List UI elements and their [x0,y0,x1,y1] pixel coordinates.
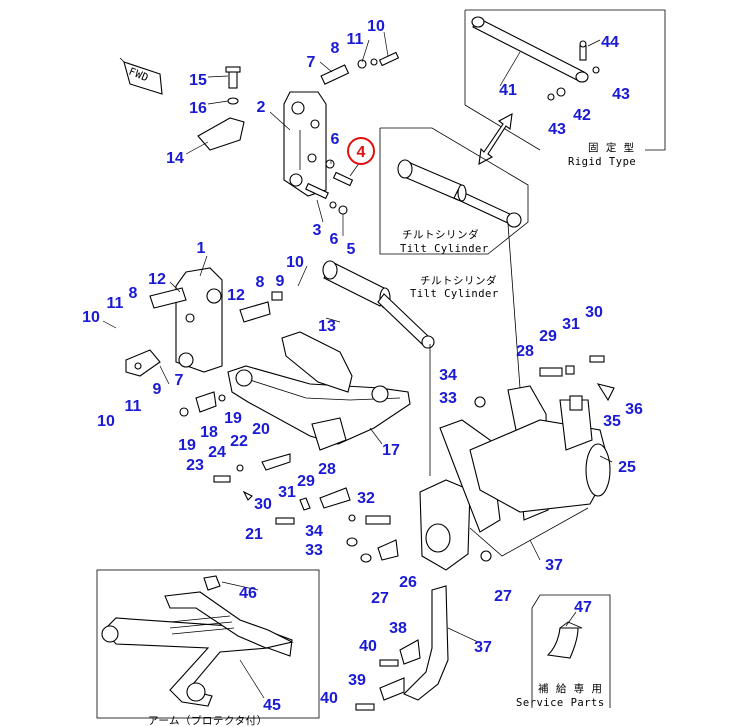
caption-tilt-cylinder-en-1: Tilt Cylinder [400,243,489,255]
callout-12: 12 [148,271,166,288]
callout-11: 11 [107,295,124,312]
callout-19: 19 [178,437,196,454]
callout-3: 3 [313,222,322,239]
callout-31: 31 [278,484,296,501]
callout-46: 46 [239,585,257,602]
callout-26: 26 [399,574,417,591]
callout-11: 11 [125,398,142,415]
tilt-cylinder-upper [379,127,529,255]
callout-8: 8 [331,40,340,57]
callout-28: 28 [516,343,534,360]
callout-4: 4 [357,144,366,161]
caption-rigid-type-jp: 固 定 型 [588,141,635,154]
caption-tilt-cylinder-jp-1: チルトシリンダ [402,228,479,241]
callout-33: 33 [439,390,457,407]
callout-18: 18 [200,424,218,441]
callout-35: 35 [603,413,621,430]
callout-29: 29 [297,473,315,490]
callout-42: 42 [573,107,591,124]
callout-1: 1 [197,240,206,257]
callout-10: 10 [286,254,304,271]
callout-36: 36 [625,401,643,418]
highlighted-callout: 4 [347,137,375,165]
callout-45: 45 [263,697,281,714]
callout-19: 19 [224,410,242,427]
callout-17: 17 [382,442,400,459]
callout-25: 25 [618,459,636,476]
callout-33: 33 [305,542,323,559]
callout-44: 44 [601,34,619,51]
callout-27: 27 [494,588,512,605]
left-bracket [125,267,283,377]
callout-38: 38 [389,620,407,637]
callout-41: 41 [499,82,517,99]
callout-40: 40 [320,690,338,707]
rigid-type-inset [464,9,666,165]
callout-5: 5 [347,241,356,258]
tilt-cylinder-lower [322,260,435,349]
frame-25 [419,223,615,571]
callout-13: 13 [318,318,336,335]
callout-39: 39 [348,672,366,689]
callout-11: 11 [347,31,364,48]
caption-tilt-cylinder-en-2: Tilt Cylinder [410,288,499,300]
callout-6: 6 [331,131,340,148]
callout-10: 10 [97,413,115,430]
callout-34: 34 [439,367,457,384]
callout-7: 7 [307,54,316,71]
callout-30: 30 [254,496,272,513]
callout-6: 6 [330,231,339,248]
fwd-arrow-icon [119,57,163,95]
arm-guard-inset [96,569,320,719]
service-parts-inset [531,594,611,708]
callout-21: 21 [245,526,263,543]
callout-28: 28 [318,461,336,478]
callout-7: 7 [175,372,184,389]
caption-arm-guard-jp: アーム（プロテクタ付） [148,714,268,727]
caption-rigid-type-en: Rigid Type [568,156,636,168]
callout-43: 43 [548,121,566,138]
callout-2: 2 [257,99,266,116]
callout-47: 47 [574,599,592,616]
small-parts-middle [179,391,399,563]
arm-17 [227,331,411,451]
callout-24: 24 [208,444,226,461]
callout-31: 31 [562,316,580,333]
callout-10: 10 [82,309,100,326]
callout-8: 8 [256,274,265,291]
bracket-assembly-top [197,51,400,215]
caption-service-parts-jp: 補 給 専 用 [538,682,602,695]
callout-9: 9 [276,273,285,290]
callout-9: 9 [153,381,162,398]
callout-30: 30 [585,304,603,321]
bracket-37 [355,585,449,711]
leader-lines [102,31,613,699]
callout-15: 15 [189,72,207,89]
callout-12: 12 [227,287,245,304]
caption-service-parts-en: Service Parts [516,697,605,709]
callout-32: 32 [357,490,375,507]
callout-29: 29 [539,328,557,345]
callout-14: 14 [166,150,184,167]
callout-20: 20 [252,421,270,438]
callout-37: 37 [474,639,492,656]
captions: チルトシリンダ Tilt Cylinder チルトシリンダ Tilt Cylin… [127,66,636,727]
callout-10: 10 [367,18,385,35]
callout-27: 27 [371,590,389,607]
callout-23: 23 [186,457,204,474]
callout-40: 40 [359,638,377,655]
callout-43: 43 [612,86,630,103]
callout-22: 22 [230,433,248,450]
callout-8: 8 [129,285,138,302]
caption-tilt-cylinder-jp-2: チルトシリンダ [420,274,497,287]
callout-34: 34 [305,523,323,540]
callout-37: 37 [545,557,563,574]
callout-16: 16 [189,100,207,117]
